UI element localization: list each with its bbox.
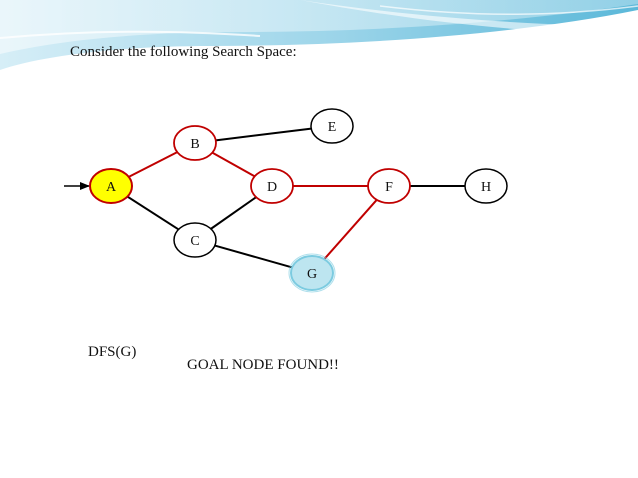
edge-b-e (215, 127, 312, 142)
goal-found-message: GOAL NODE FOUND!! (187, 357, 339, 373)
node-h: H (464, 168, 508, 204)
node-b-label: B (190, 137, 199, 152)
node-f-label: F (385, 180, 393, 195)
header-swoosh-decoration (0, 0, 638, 70)
node-c: C (173, 222, 217, 258)
node-d-circle (250, 168, 294, 204)
node-f: F (367, 168, 411, 204)
node-a: A (89, 168, 133, 204)
node-e: E (310, 108, 354, 144)
edge-a-c (126, 195, 180, 231)
edge-a-b (128, 151, 178, 178)
edge-c-g (214, 244, 293, 269)
edges-layer (126, 127, 465, 269)
node-a-circle (89, 168, 133, 204)
node-d-label: D (267, 180, 277, 195)
goal-node-halo (288, 253, 336, 293)
node-f-circle (367, 168, 411, 204)
node-h-circle (464, 168, 508, 204)
node-e-label: E (328, 120, 337, 135)
node-c-circle (173, 222, 217, 258)
node-g: G (288, 253, 336, 293)
node-g-label: G (307, 267, 317, 282)
edge-f-g (323, 199, 378, 260)
node-c-label: C (190, 234, 199, 249)
node-a-label: A (106, 180, 117, 195)
node-b-circle (173, 125, 217, 161)
slide-title: Consider the following Search Space: (70, 44, 297, 60)
node-g-circle (290, 255, 334, 291)
edge-b-d (211, 151, 256, 178)
node-d: D (250, 168, 294, 204)
node-h-label: H (481, 180, 491, 195)
node-b: B (173, 125, 217, 161)
nodes-layer: A B C D E F G H (89, 108, 508, 293)
edge-c-d (210, 196, 257, 230)
dfs-call-label: DFS(G) (88, 344, 137, 360)
node-e-circle (310, 108, 354, 144)
